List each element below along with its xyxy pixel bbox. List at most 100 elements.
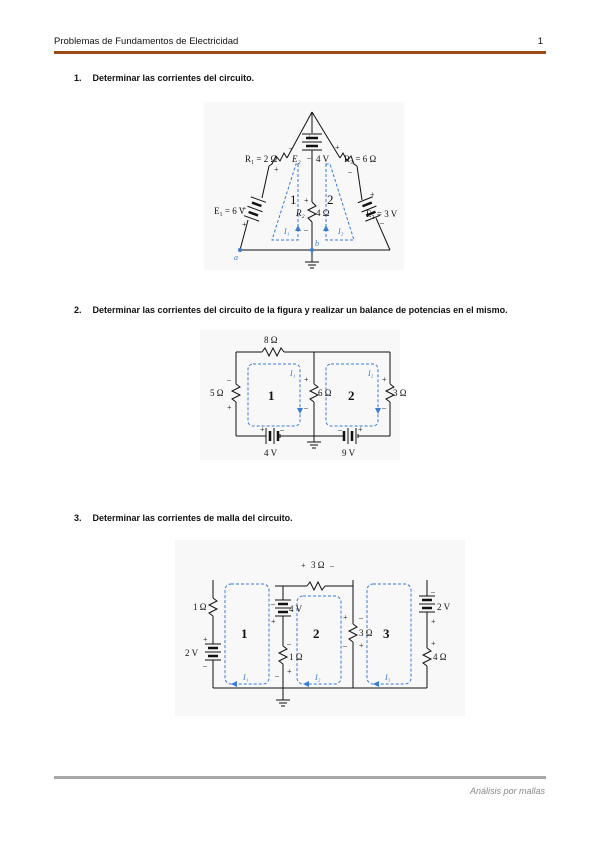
mesh-arrow bbox=[323, 225, 329, 231]
current-label-i1: I₁ bbox=[242, 673, 249, 682]
polarity-mark: – bbox=[430, 587, 436, 596]
label-src-mid: 4 V bbox=[289, 604, 303, 614]
label-r3: R₃ = 6 Ω bbox=[344, 154, 376, 164]
page-number: 1 bbox=[537, 36, 543, 47]
label-node-b: b bbox=[315, 239, 319, 248]
mesh-loop-1 bbox=[247, 363, 301, 427]
resistor-left bbox=[207, 597, 219, 617]
resistor-top bbox=[306, 580, 326, 592]
mesh-number-2: 2 bbox=[327, 192, 334, 207]
battery-right bbox=[419, 595, 435, 618]
current-label-i2: I₂ bbox=[314, 673, 321, 682]
polarity-mark: – bbox=[306, 153, 312, 162]
resistor-mid bbox=[308, 383, 320, 403]
polarity-mark: – bbox=[270, 599, 276, 608]
header-title: Problemas de Fundamentos de Electricidad bbox=[54, 36, 239, 47]
mesh-loop-2 bbox=[296, 595, 342, 685]
problem-text: Determinar las corrientes del circuito d… bbox=[92, 305, 508, 315]
polarity-mark: – bbox=[329, 561, 335, 570]
polarity-mark: + bbox=[203, 635, 208, 644]
problem-2: 2. Determinar las corrientes del circuit… bbox=[74, 305, 508, 315]
polarity-mark: – bbox=[347, 167, 353, 176]
polarity-mark: – bbox=[288, 143, 294, 152]
resistor-mid-low bbox=[277, 645, 289, 665]
resistor-r2 bbox=[306, 201, 318, 223]
polarity-mark: – bbox=[279, 425, 285, 434]
label-e2-value: 4 V bbox=[316, 154, 330, 164]
node-b bbox=[310, 248, 314, 252]
polarity-mark: – bbox=[381, 403, 387, 412]
polarity-mark: + bbox=[301, 561, 306, 570]
problem-1: 1. Determinar las corrientes del circuit… bbox=[74, 73, 254, 83]
resistor-right bbox=[384, 383, 396, 403]
battery-left bbox=[205, 643, 221, 666]
mesh-number-3: 3 bbox=[383, 626, 390, 641]
polarity-mark: – bbox=[303, 225, 309, 234]
polarity-mark: + bbox=[359, 641, 364, 650]
battery-e2 bbox=[302, 133, 322, 151]
footer-text: Análisis por mallas bbox=[469, 786, 545, 796]
polarity-mark: – bbox=[286, 639, 292, 648]
problem-3: 3. Determinar las corrientes de malla de… bbox=[74, 513, 293, 523]
battery-e3 bbox=[357, 196, 381, 222]
mesh-arrow bbox=[373, 681, 379, 687]
polarity-mark: + bbox=[382, 375, 387, 384]
wire bbox=[261, 165, 270, 199]
resistor-r1 bbox=[268, 151, 288, 167]
wire bbox=[286, 111, 313, 159]
label-r-left: 5 Ω bbox=[210, 388, 224, 398]
label-src-left: 2 V bbox=[185, 648, 199, 658]
polarity-mark: – bbox=[226, 375, 232, 384]
polarity-mark: + bbox=[227, 403, 232, 412]
current-label-i2: I₂ bbox=[337, 227, 344, 236]
figure-background bbox=[175, 540, 465, 716]
polarity-mark: + bbox=[287, 667, 292, 676]
mesh-arrow bbox=[303, 681, 309, 687]
polarity-mark: + bbox=[343, 613, 348, 622]
mesh-number-2: 2 bbox=[313, 626, 320, 641]
mesh-arrow bbox=[297, 408, 303, 414]
battery-e1 bbox=[243, 196, 267, 222]
label-r2-value: 4 Ω bbox=[316, 208, 330, 218]
mesh-loop-1 bbox=[271, 163, 299, 241]
battery-left bbox=[265, 428, 281, 444]
footer-rule bbox=[54, 776, 546, 779]
polarity-mark: – bbox=[342, 641, 348, 650]
label-node-a: a bbox=[234, 253, 238, 262]
circuit-figure-3: + – + – – + – + – + – – + – + + 3 Ω 1 Ω … bbox=[175, 540, 465, 716]
resistor-left bbox=[230, 383, 242, 403]
figure-background bbox=[204, 102, 404, 270]
mesh-loop-1 bbox=[224, 583, 270, 685]
resistor-right bbox=[421, 647, 433, 667]
problem-text: Determinar las corrientes del circuito. bbox=[92, 73, 255, 83]
label-r2: R₂ bbox=[295, 208, 305, 218]
label-src-right: 9 V bbox=[342, 448, 356, 458]
polarity-mark: – bbox=[379, 218, 385, 227]
wire bbox=[239, 219, 249, 251]
current-label-i1: I₁ bbox=[289, 369, 296, 378]
current-label-i1: I₁ bbox=[283, 227, 290, 236]
polarity-mark: + bbox=[260, 425, 265, 434]
polarity-mark: + bbox=[304, 375, 309, 384]
current-label-i3: I₃ bbox=[384, 673, 391, 682]
polarity-mark: – bbox=[337, 425, 343, 434]
label-r-right: 4 Ω bbox=[433, 652, 447, 662]
label-r-left: 1 Ω bbox=[193, 602, 207, 612]
node-a bbox=[238, 248, 242, 252]
label-src-left: 4 V bbox=[264, 448, 278, 458]
wire bbox=[375, 217, 391, 251]
wire bbox=[311, 111, 341, 159]
header-rule bbox=[54, 51, 546, 54]
page-header: Problemas de Fundamentos de Electricidad… bbox=[54, 36, 546, 50]
label-e2: E₂ bbox=[291, 154, 301, 164]
mesh-arrow bbox=[375, 408, 381, 414]
wire bbox=[356, 165, 363, 201]
problem-text: Determinar las corrientes de malla del c… bbox=[92, 513, 293, 523]
problem-number: 2. bbox=[74, 305, 82, 315]
label-r-shunt: 3 Ω bbox=[359, 628, 373, 638]
polarity-mark: + bbox=[358, 425, 363, 434]
label-r1: R₁ = 2 Ω bbox=[245, 154, 277, 164]
label-r-mid-low: 1 Ω bbox=[289, 652, 303, 662]
mesh-number-1: 1 bbox=[290, 192, 297, 207]
resistor-top bbox=[261, 346, 285, 358]
